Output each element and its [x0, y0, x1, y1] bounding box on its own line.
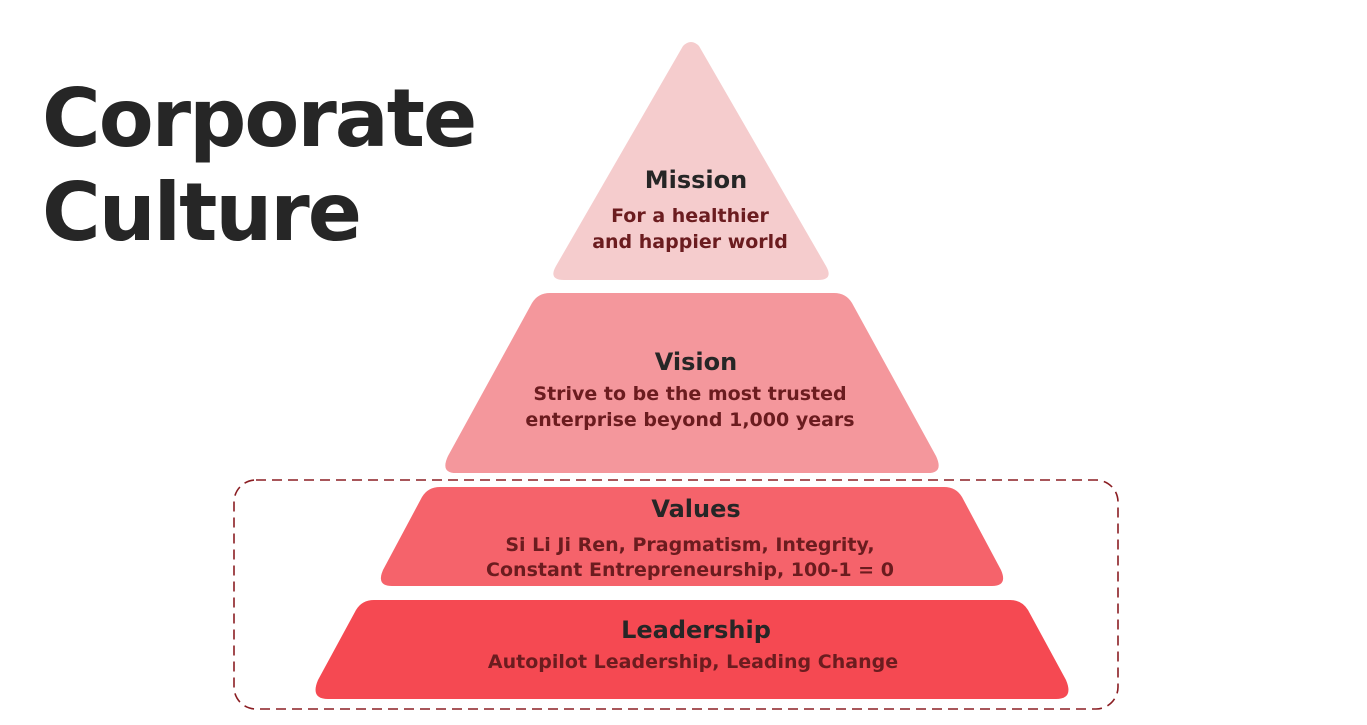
page-title: Corporate Culture	[42, 72, 477, 260]
tier-values-title: Values	[651, 495, 740, 523]
tier-values: Values Si Li Ji Ren, Pragmatism, Integri…	[380, 487, 1004, 586]
tier-mission-title: Mission	[645, 166, 747, 194]
tier-leadership-desc-line-1: Autopilot Leadership, Leading Change	[488, 651, 898, 673]
page-title-line-1: Corporate	[42, 72, 477, 165]
page-title-line-2: Culture	[42, 166, 362, 259]
tier-mission-desc-line-2: and happier world	[592, 231, 788, 253]
tier-values-desc-line-1: Si Li Ji Ren, Pragmatism, Integrity,	[505, 534, 874, 556]
tier-vision: Vision Strive to be the most trusted ent…	[445, 293, 939, 473]
tier-mission-desc-line-1: For a healthier	[611, 205, 769, 227]
tier-leadership-shape	[315, 600, 1069, 699]
tier-vision-shape	[445, 293, 939, 473]
tier-values-desc-line-2: Constant Entrepreneurship, 100-1 = 0	[486, 559, 894, 581]
tier-mission-shape	[553, 42, 829, 280]
values-leadership-highlight-frame	[233, 479, 1119, 710]
tier-vision-title: Vision	[655, 348, 737, 376]
tier-vision-desc-line-1: Strive to be the most trusted	[533, 383, 846, 405]
tier-vision-desc-line-2: enterprise beyond 1,000 years	[525, 409, 854, 431]
tier-leadership-title: Leadership	[621, 616, 771, 644]
tier-mission: Mission For a healthier and happier worl…	[553, 42, 829, 280]
tier-leadership: Leadership Autopilot Leadership, Leading…	[315, 600, 1069, 699]
tier-values-shape	[380, 487, 1004, 586]
